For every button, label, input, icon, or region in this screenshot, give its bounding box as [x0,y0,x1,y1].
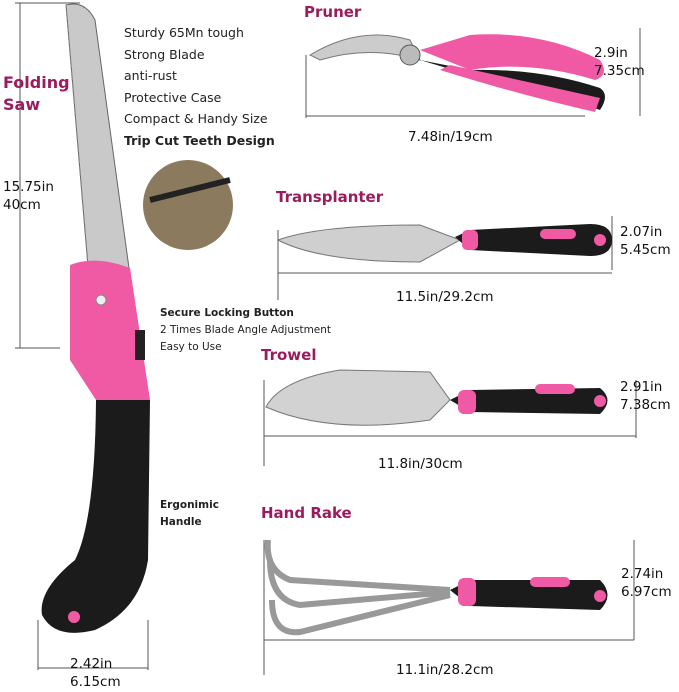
pruner-height: 2.9in 7.35cm [594,44,645,80]
transplanter-title: Transplanter [276,188,384,206]
dim-in: 2.07in [620,224,663,240]
hand-rake-handle [450,577,608,610]
dim-in: 2.74in [621,566,664,582]
trowel-length: 11.8in/30cm [378,456,463,472]
dim-in: 2.42in [70,656,113,672]
dim-cm: 7.35cm [594,63,645,79]
rake-length: 11.1in/28.2cm [396,662,494,678]
folding-saw-image [41,3,150,633]
lock-title: Secure Locking Button [160,307,294,319]
lock-line: Easy to Use [160,341,222,353]
feature-item: Protective Case [124,89,222,105]
wood-cutting-inset [143,160,233,250]
hand-rake-title: Hand Rake [261,504,352,522]
dim-in: 2.91in [620,379,663,395]
transplanter-height: 2.07in 5.45cm [620,223,671,259]
feature-item: anti-rust [124,68,177,83]
trowel-image [265,369,608,426]
dimension-lines [15,2,641,675]
dim-in: 15.75in [3,179,54,195]
dim-cm: 5.45cm [620,242,671,258]
pruner-image [308,34,605,112]
handle-line: Ergonimic [160,499,219,511]
saw-width: 2.42in 6.15cm [70,655,121,691]
title-line: Saw [3,95,41,114]
dim-cm: 6.15cm [70,674,121,690]
pruner-length: 7.48in/19cm [408,129,493,145]
rake-height: 2.74in 6.97cm [621,565,672,601]
transplanter-length: 11.5in/29.2cm [396,289,494,305]
pruner-title: Pruner [304,3,362,21]
feature-item: Trip Cut Teeth Design [124,132,275,148]
trowel-height: 2.91in 7.38cm [620,378,671,414]
feature-item: Sturdy 65Mn tough [124,25,244,40]
feature-item: Strong Blade [124,46,205,62]
trowel-title: Trowel [261,346,317,364]
handle-note: Ergonimic Handle [160,497,219,531]
dim-in: 2.9in [594,45,628,61]
feature-item: Compact & Handy Size [124,111,268,126]
title-line: Folding [3,73,70,92]
transplanter-image [276,224,612,263]
saw-length: 15.75in 40cm [3,178,54,214]
folding-saw-title: Folding Saw [3,72,70,116]
dim-cm: 6.97cm [621,584,672,600]
locking-note: Secure Locking Button 2 Times Blade Angl… [160,305,331,356]
lock-line: 2 Times Blade Angle Adjustment [160,324,332,336]
handle-line: Handle [160,516,202,528]
saw-features: Sturdy 65Mn tough Strong Blade anti-rust… [124,22,275,151]
dim-cm: 7.38cm [620,397,671,413]
hand-rake-image [264,539,451,636]
dim-cm: 40cm [3,197,41,213]
